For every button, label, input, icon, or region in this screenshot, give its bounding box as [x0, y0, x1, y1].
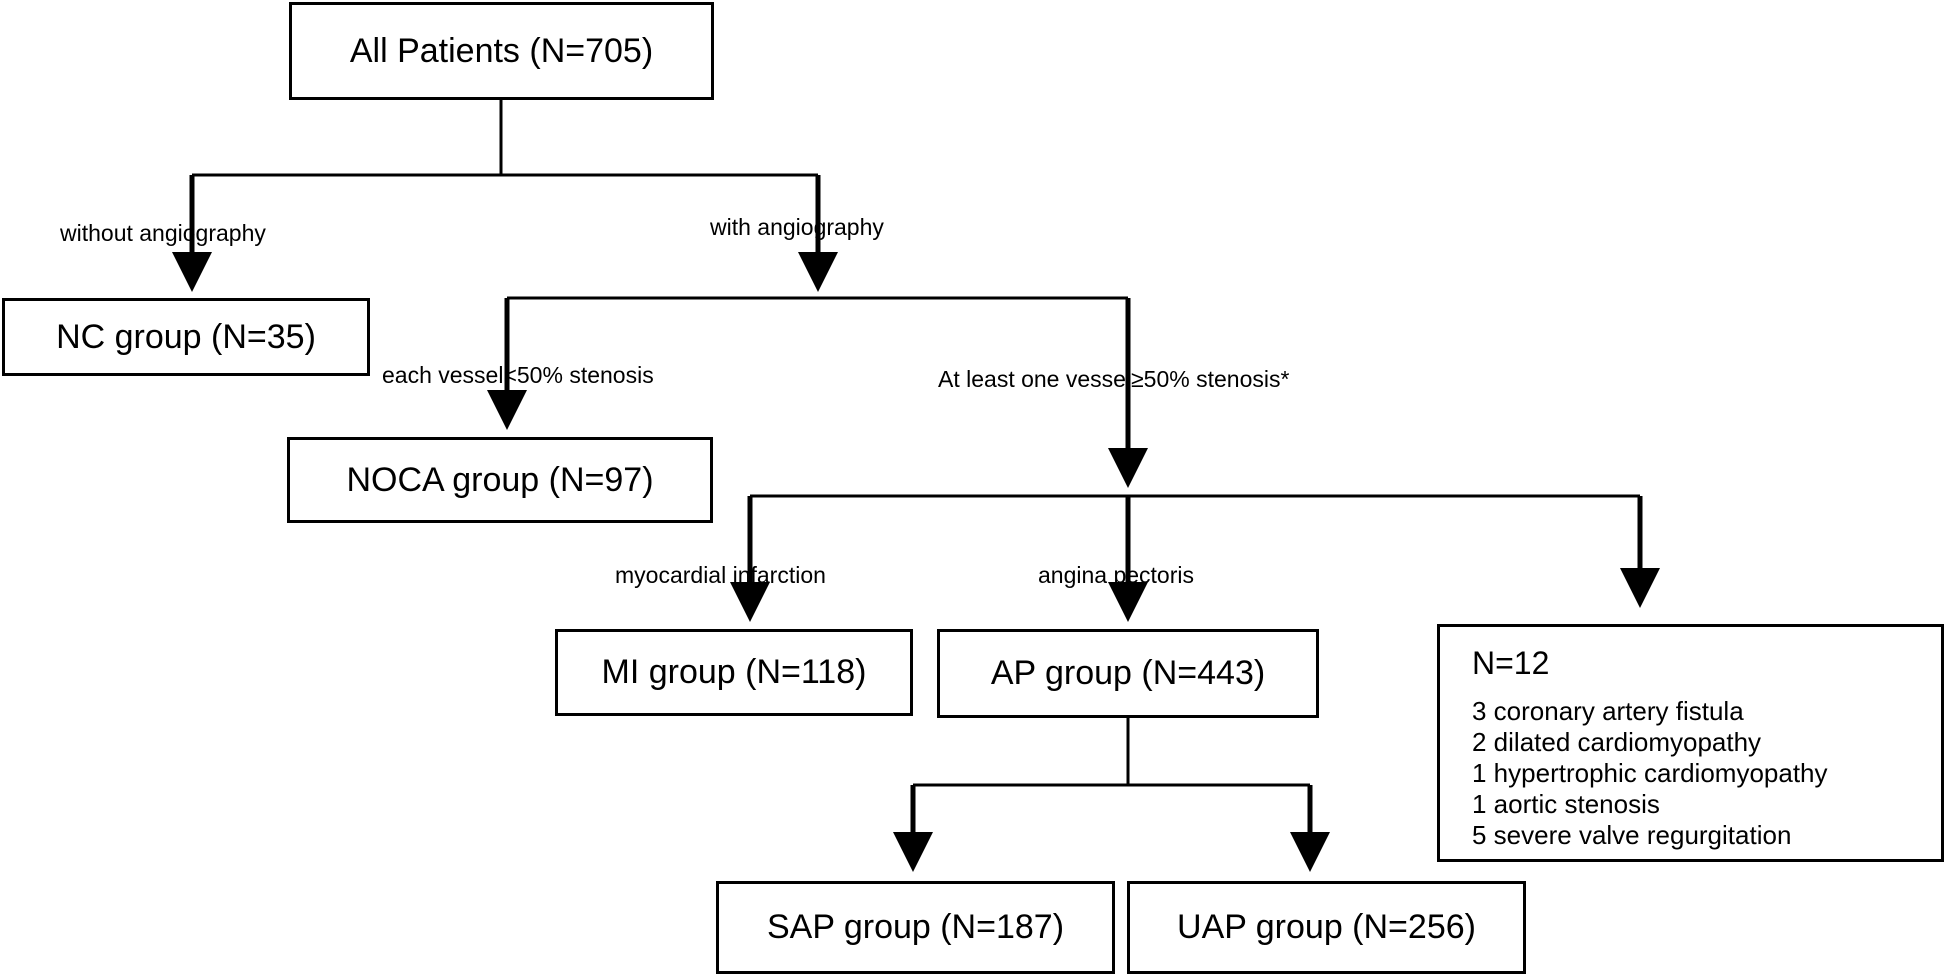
- label-myocardial-infarction: myocardial infarction: [615, 562, 826, 588]
- label-without-angiography: without angiography: [60, 220, 266, 246]
- ap-group-box: AP group (N=443): [937, 629, 1319, 718]
- other-line: 1 hypertrophic cardiomyopathy: [1472, 758, 1828, 788]
- other-line: 2 dilated cardiomyopathy: [1472, 727, 1762, 757]
- label-each-vessel: each vessel<50% stenosis: [382, 362, 654, 388]
- other-line: 5 severe valve regurgitation: [1472, 820, 1792, 850]
- uap-group-box: UAP group (N=256): [1127, 881, 1526, 974]
- nc-group-box: NC group (N=35): [2, 298, 370, 376]
- other-count: N=12: [1472, 645, 1550, 681]
- other-diagnoses-box: N=12 3 coronary artery fistula 2 dilated…: [1437, 624, 1944, 862]
- other-line: 3 coronary artery fistula: [1472, 696, 1744, 726]
- mi-group-box: MI group (N=118): [555, 629, 913, 716]
- noca-group-box: NOCA group (N=97): [287, 437, 713, 523]
- all-patients-box: All Patients (N=705): [289, 2, 714, 100]
- label-at-least-one-vessel: At least one vessel≥50% stenosis*: [938, 366, 1290, 392]
- label-angina-pectoris: angina pectoris: [1038, 562, 1194, 588]
- label-with-angiography: with angiography: [710, 214, 884, 240]
- other-line: 1 aortic stenosis: [1472, 789, 1660, 819]
- sap-group-box: SAP group (N=187): [716, 881, 1115, 974]
